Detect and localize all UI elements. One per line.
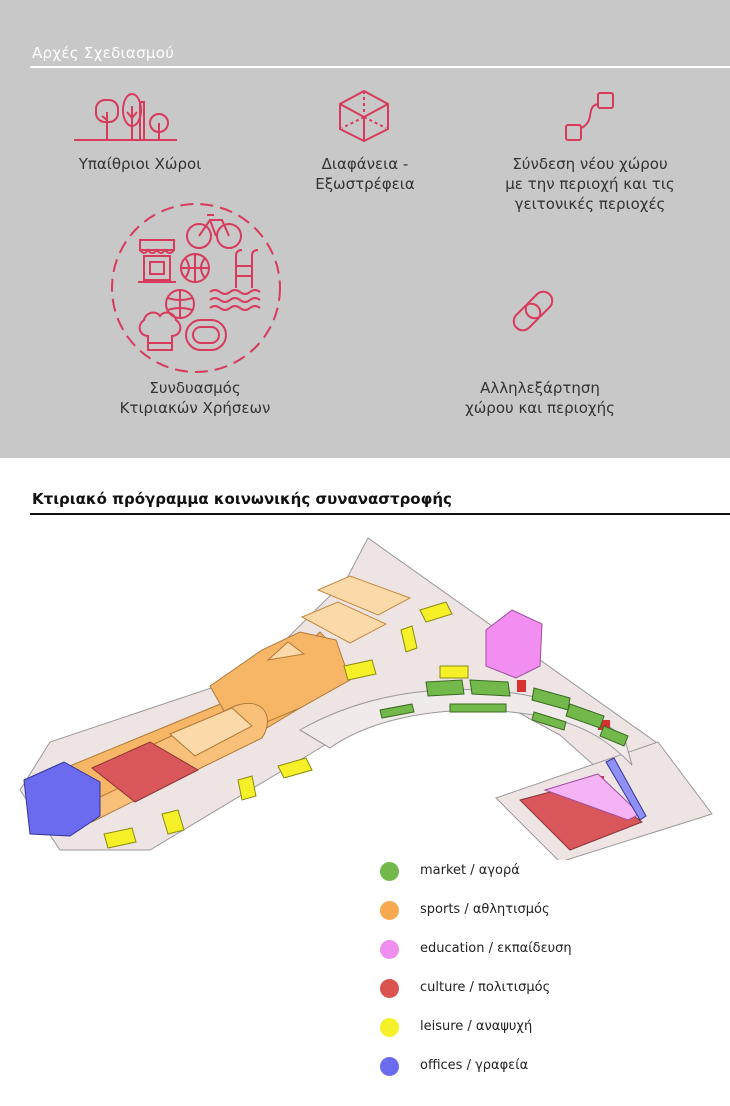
legend-item-leisure: leisure / αναψυχή xyxy=(380,1016,680,1038)
market-stall-4 xyxy=(565,703,605,729)
offices-strip xyxy=(605,757,647,821)
legend-swatch xyxy=(380,862,399,881)
legend-swatch xyxy=(380,979,399,998)
track-inner-field xyxy=(169,707,253,757)
legend-swatch xyxy=(380,940,399,959)
legend-swatch xyxy=(380,1018,399,1037)
pool-icon xyxy=(209,249,261,311)
bicycle-icon xyxy=(186,214,242,249)
legend-swatch xyxy=(380,901,399,920)
principle-label-connection: Σύνδεση νέου χώρου με την περιοχή και τι… xyxy=(505,155,675,213)
legend-item-education: education / εκπαίδευση xyxy=(380,938,680,960)
program-title: Κτιριακό πρόγραμμα κοινωνικής συναναστρο… xyxy=(32,490,452,508)
principle-label-outdoor: Υπαίθριοι Χώροι xyxy=(78,155,202,173)
walkway-edge xyxy=(299,729,331,749)
program-divider xyxy=(30,513,730,515)
leisure-kiosk-1 xyxy=(419,601,453,623)
culture-block-2 xyxy=(598,720,610,730)
trees-icon xyxy=(70,92,180,148)
volleyball-icon xyxy=(165,289,195,319)
sports-field-2 xyxy=(300,601,388,644)
chef-hat-icon xyxy=(138,311,182,351)
basketball-icon xyxy=(180,253,210,283)
design-principles-panel: Αρχές Σχεδιασμού Υπαίθριοι Χώροι xyxy=(0,0,730,458)
market-stall-6 xyxy=(449,703,507,713)
market-stall-7 xyxy=(379,703,415,719)
legend-item-sports: sports / αθλητισμός xyxy=(380,899,680,921)
leisure-kiosk-5 xyxy=(277,757,313,779)
principle-label-transparency: Διαφάνεια - Εξωστρέφεια xyxy=(315,155,415,193)
chain-link-icon xyxy=(508,288,558,334)
education-building xyxy=(485,609,543,679)
leisure-kiosk-7 xyxy=(161,809,185,835)
sports-field-1 xyxy=(316,575,412,616)
market-stall-8 xyxy=(531,711,567,731)
title-divider xyxy=(30,66,730,68)
principle-label-mixed-uses: Συνδυασμός Κτιριακών Χρήσεων xyxy=(119,379,271,417)
sports-roof-opening xyxy=(266,641,306,661)
panel-title: Αρχές Σχεδιασμού xyxy=(32,44,175,62)
leisure-kiosk-8 xyxy=(103,827,137,849)
site-plan-axonometric xyxy=(0,520,730,864)
legend-item-offices: offices / γραφεία xyxy=(380,1055,680,1077)
running-track-icon xyxy=(185,319,227,351)
leisure-kiosk-2 xyxy=(400,625,418,653)
legend-swatch xyxy=(380,1057,399,1076)
leisure-kiosk-6 xyxy=(237,775,257,801)
legend-item-market: market / αγορά xyxy=(380,860,680,882)
culture-block-1 xyxy=(517,680,526,692)
connected-squares-icon xyxy=(562,90,618,144)
leisure-kiosk-4 xyxy=(439,665,469,679)
principle-label-interdependence: Αλληλεξάρτηση χώρου και περιοχής xyxy=(465,379,615,417)
leisure-kiosk-3 xyxy=(343,659,377,681)
transparent-cube-icon xyxy=(336,88,392,144)
legend-item-culture: culture / πολιτισμός xyxy=(380,977,680,999)
culture-hall-west xyxy=(91,741,200,803)
market-stall-1 xyxy=(425,679,465,697)
offices-building xyxy=(23,761,101,837)
market-stall-2 xyxy=(469,679,511,697)
mixed-uses-icon xyxy=(108,200,284,376)
market-stall-5 xyxy=(599,725,629,747)
market-stall-icon xyxy=(138,239,176,283)
